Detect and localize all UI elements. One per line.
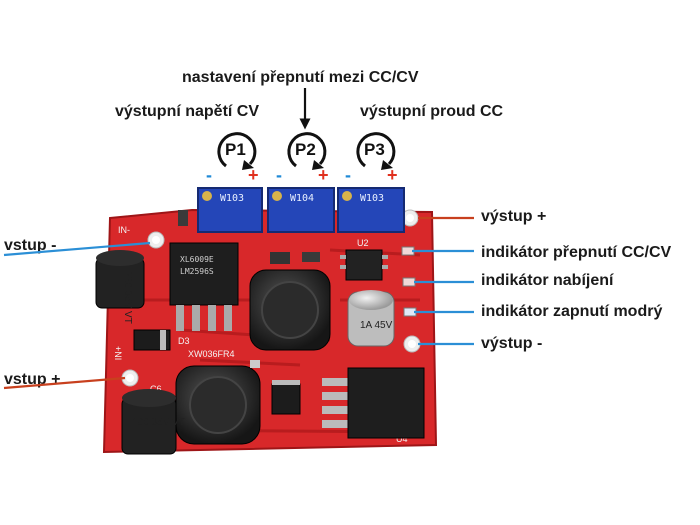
- pot-code-p2: W104: [290, 193, 314, 204]
- silk-u2: U2: [357, 238, 369, 248]
- mount-hole-right-bottom: [403, 335, 421, 353]
- pot-plus-p3: +: [387, 165, 398, 185]
- led-charging: [402, 277, 416, 287]
- capacitor-aluminum: 1A 45V: [347, 290, 395, 347]
- capacitor-100uf: 100 35V VT: [121, 389, 185, 455]
- diode-d3: [133, 329, 171, 351]
- pot-name-p2: P2: [295, 140, 316, 159]
- svg-text:LM2596S: LM2596S: [180, 267, 214, 276]
- pot-code-p3: W103: [360, 193, 384, 204]
- charging-indicator-label: indikátor nabíjení: [481, 272, 614, 289]
- mount-hole-bottom-left: [121, 369, 139, 387]
- pot-name-p3: P3: [364, 140, 385, 159]
- potentiometer-p2[interactable]: W104: [267, 187, 335, 233]
- power-on-indicator-label: indikátor zapnutí modrý: [481, 303, 663, 320]
- silk-in-plus: +NI: [113, 346, 123, 360]
- pot-icon-p3: P3 - +: [345, 132, 398, 185]
- pot-icon-p1: P1 - +: [206, 132, 259, 185]
- diode-small: [271, 380, 301, 415]
- pot-code-p1: W103: [220, 193, 244, 204]
- pot-minus-p3: -: [345, 165, 351, 185]
- silk-u4: U4: [396, 434, 408, 444]
- pot-name-p1: P1: [225, 140, 246, 159]
- cc-cv-indicator-label: indikátor přepnutí CC/CV: [481, 244, 672, 261]
- ic-u2: [340, 249, 388, 281]
- silk-model: XW036FR4: [188, 349, 235, 359]
- top-title-label: nastavení přepnutí mezi CC/CV: [182, 69, 419, 86]
- cap1-text: 220 35V VT: [122, 271, 133, 324]
- pot-minus-p2: -: [276, 165, 282, 185]
- pcb-board: IN- +NI XW036FR4 D3 C6 U2 U4 W103 W104 W…: [95, 187, 438, 455]
- output-current-cc-label: výstupní proud CC: [360, 103, 504, 120]
- inductor-bottom: [175, 365, 261, 445]
- pot-plus-p2: +: [318, 165, 329, 185]
- pot-icon-p2: P2 - +: [276, 132, 329, 185]
- output-minus-label: výstup -: [481, 335, 543, 352]
- pot-minus-p1: -: [206, 165, 212, 185]
- potentiometer-p3[interactable]: W103: [337, 187, 405, 233]
- mount-hole-top-left: [147, 231, 165, 249]
- svg-text:XL6009E: XL6009E: [180, 255, 214, 264]
- silk-d3: D3: [178, 336, 190, 346]
- capacitor-220uf: 220 35V VT: [95, 250, 145, 324]
- inductor-top: [249, 269, 331, 351]
- output-voltage-cv-label: výstupní napětí CV: [115, 103, 260, 120]
- leader-input-plus: [3, 376, 126, 390]
- leader-input-minus: [3, 241, 151, 257]
- ic-main-left: XL6009E LM2596S: [169, 242, 239, 331]
- cap2-text: 100 35V VT: [132, 417, 185, 428]
- input-minus-label: vstup -: [4, 237, 57, 254]
- output-plus-label: výstup +: [481, 208, 547, 225]
- silk-in-minus: IN-: [118, 225, 130, 235]
- pot-plus-p1: +: [248, 165, 259, 185]
- transistor-u4: [322, 367, 425, 439]
- silk-c6: C6: [150, 384, 162, 394]
- potentiometer-p1[interactable]: W103: [197, 187, 263, 233]
- cap3-text: 1A 45V: [360, 320, 393, 331]
